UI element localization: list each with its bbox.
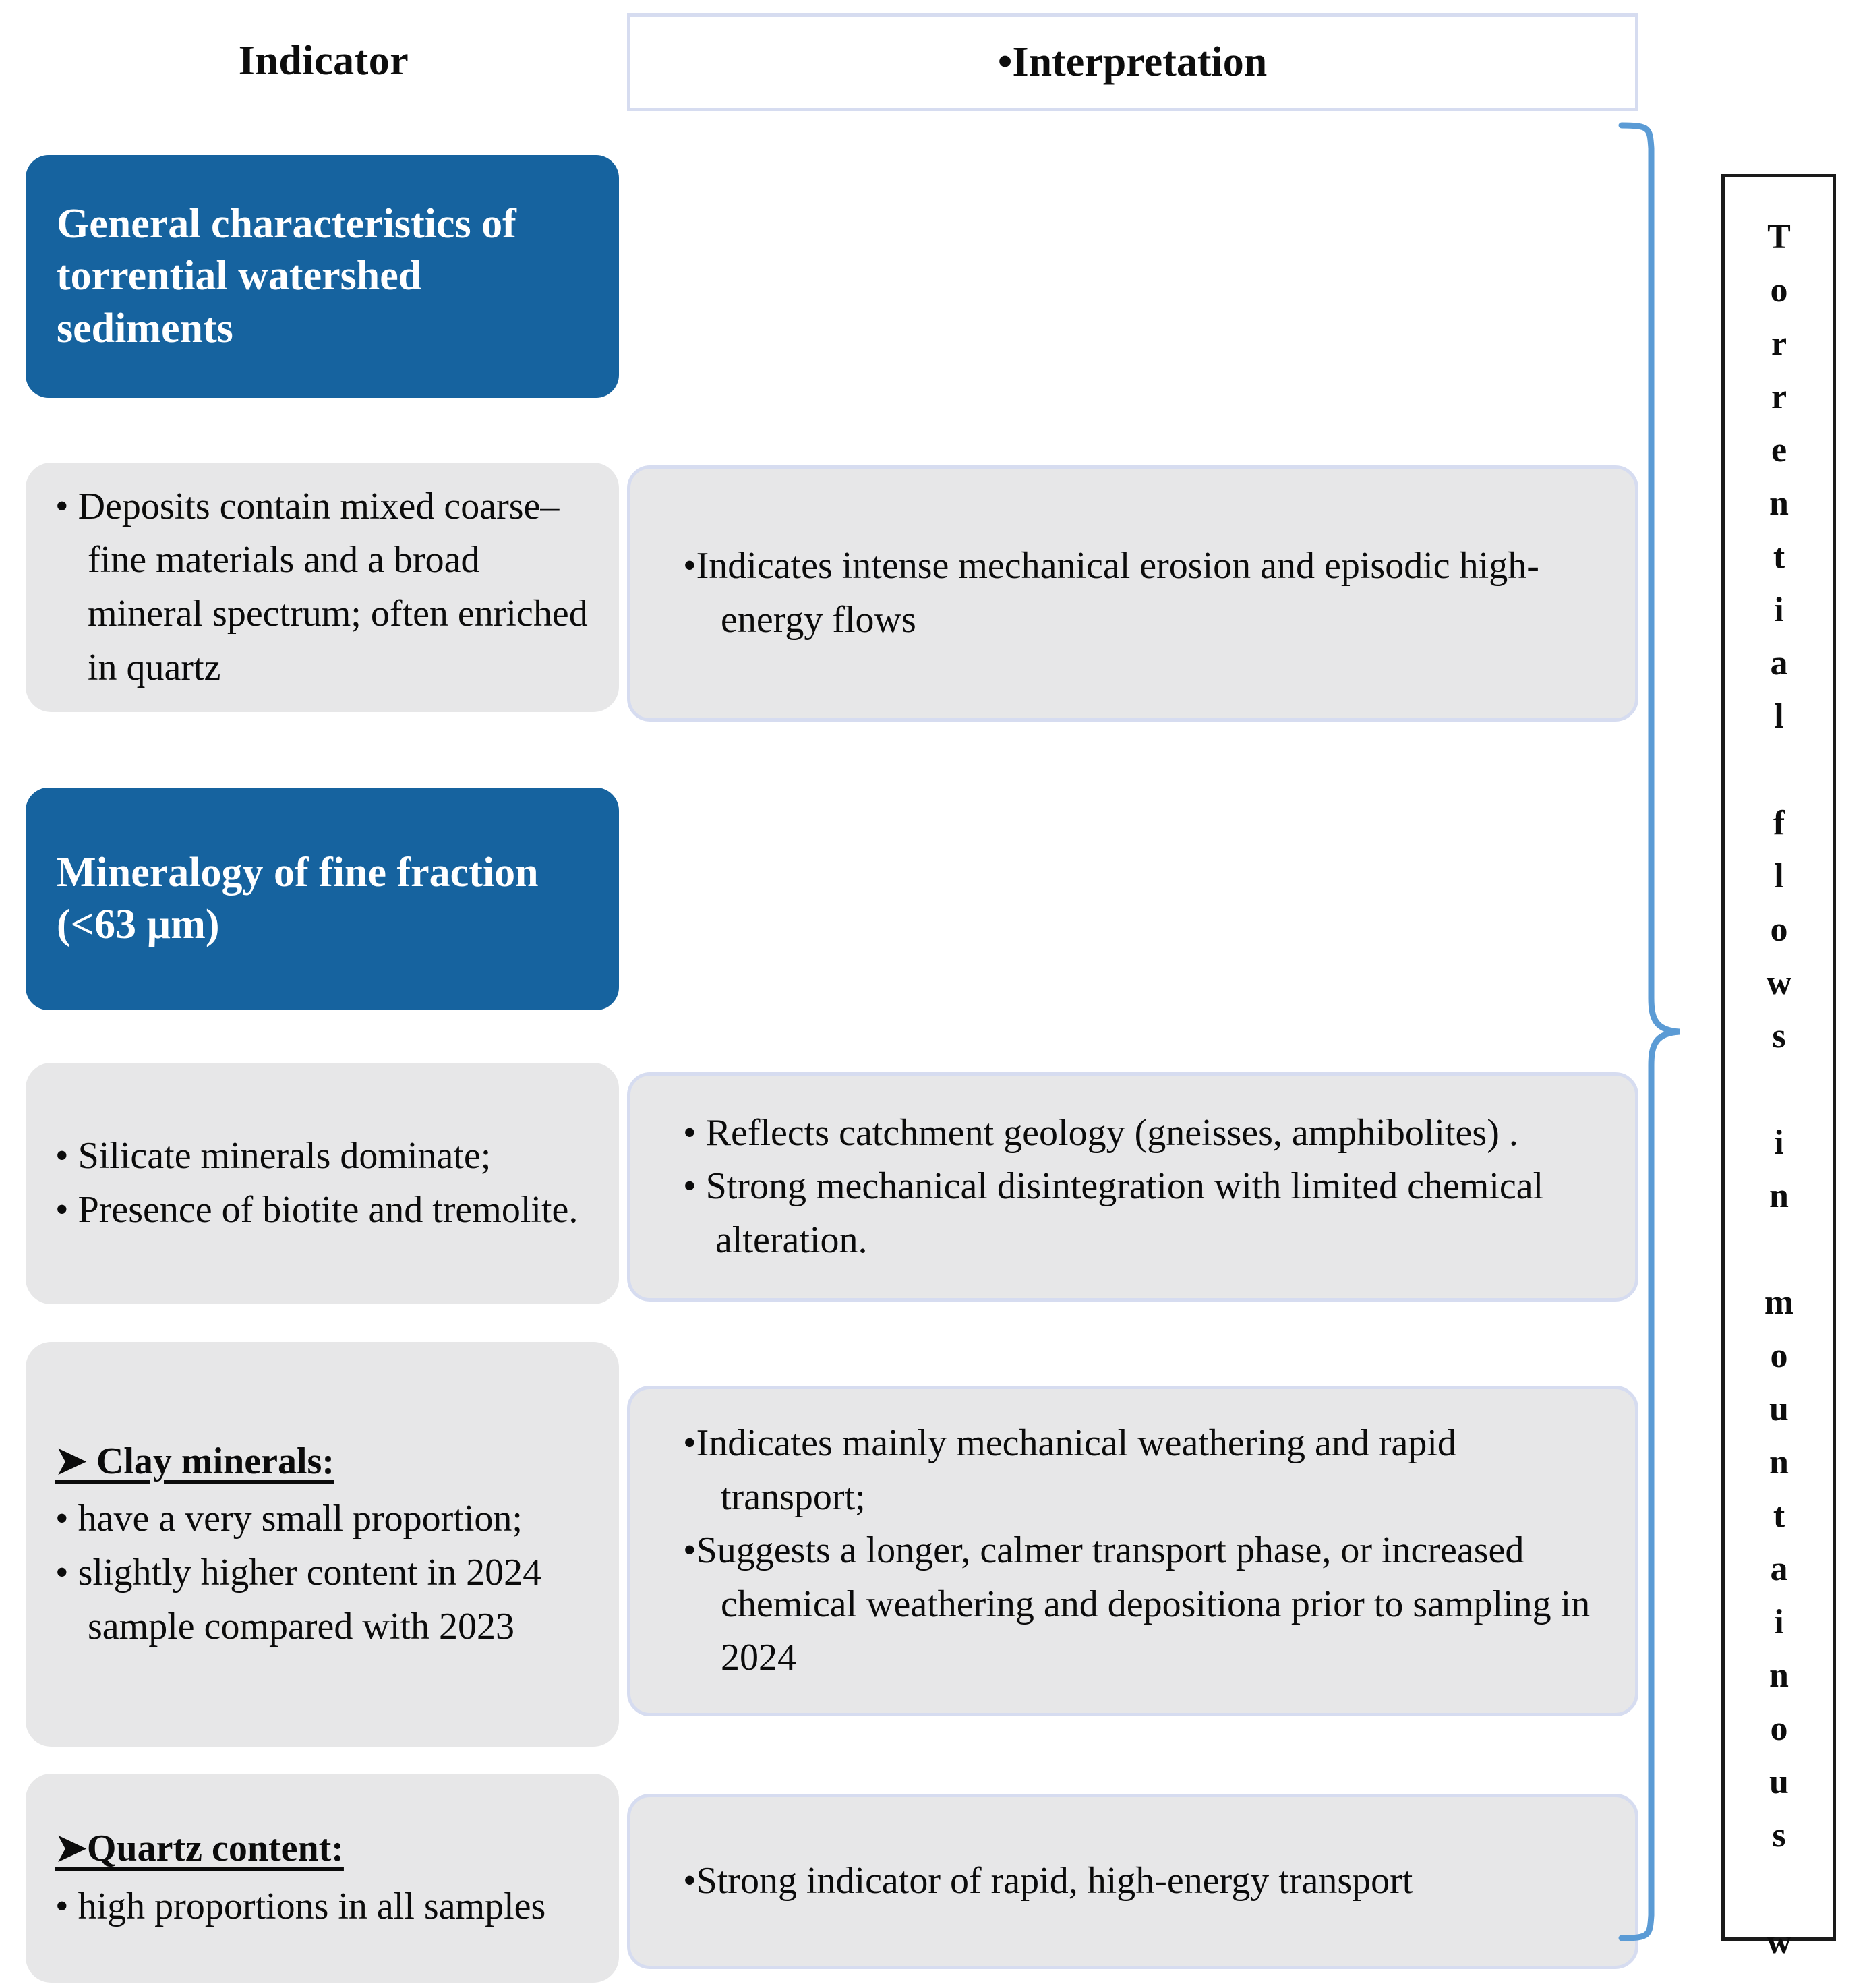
indicator-subheading-clay-minerals: ➤ Clay minerals:	[55, 1440, 334, 1482]
interpretation-cell-erosion: •Indicates intense mechanical erosion an…	[627, 465, 1638, 722]
indicator-cell-deposits: • Deposits contain mixed coarse–fine mat…	[26, 463, 619, 712]
section-header-mineralogy: Mineralogy of fine fraction (<63 µm)	[26, 788, 619, 1010]
interpretation-cell-weathering-transport: •Indicates mainly mechanical weathering …	[627, 1386, 1638, 1716]
column-header-indicator: Indicator	[238, 37, 409, 84]
interpretation-bullet: •Strong indicator of rapid, high-energy …	[683, 1860, 1413, 1902]
interpretation-bullet: •Indicates intense mechanical erosion an…	[683, 545, 1539, 641]
side-label-box: Torrential flows in mountainous watershe…	[1721, 174, 1836, 1988]
interpretation-bullet: •Indicates mainly mechanical weathering …	[683, 1422, 1456, 1518]
indicator-bullet: • Presence of biotite and tremolite.	[55, 1189, 578, 1231]
indicator-bullet: • Deposits contain mixed coarse–fine mat…	[55, 485, 588, 689]
interpretation-cell-catchment-geology: • Reflects catchment geology (gneisses, …	[627, 1072, 1638, 1302]
indicator-cell-silicates: • Silicate minerals dominate; • Presence…	[26, 1063, 619, 1304]
indicator-cell-clay-minerals: ➤ Clay minerals: • have a very small pro…	[26, 1342, 619, 1747]
indicator-bullet: • high proportions in all samples	[55, 1885, 546, 1927]
interpretation-bullet: • Reflects catchment geology (gneisses, …	[683, 1111, 1518, 1154]
interpretation-cell-rapid-transport: •Strong indicator of rapid, high-energy …	[627, 1794, 1638, 1969]
indicator-bullet: • Silicate minerals dominate;	[55, 1135, 492, 1177]
interpretation-bullet: •Suggests a longer, calmer transport pha…	[683, 1529, 1591, 1679]
column-header-interpretation: •Interpretation	[627, 13, 1638, 111]
indicator-bullet: • have a very small proportion;	[55, 1498, 523, 1540]
interpretation-bullet: • Strong mechanical disintegration with …	[683, 1165, 1544, 1261]
indicator-subheading-quartz-content: ➤Quartz content:	[55, 1828, 344, 1870]
indicator-cell-quartz-content: ➤Quartz content: • high proportions in a…	[26, 1774, 619, 1983]
indicator-bullet: • slightly higher content in 2024 sample…	[55, 1552, 542, 1647]
section-header-general-characteristics: General characteristics of torrential wa…	[26, 155, 619, 398]
side-label-text: Torrential flows in mountainous watershe…	[1760, 218, 1798, 1988]
